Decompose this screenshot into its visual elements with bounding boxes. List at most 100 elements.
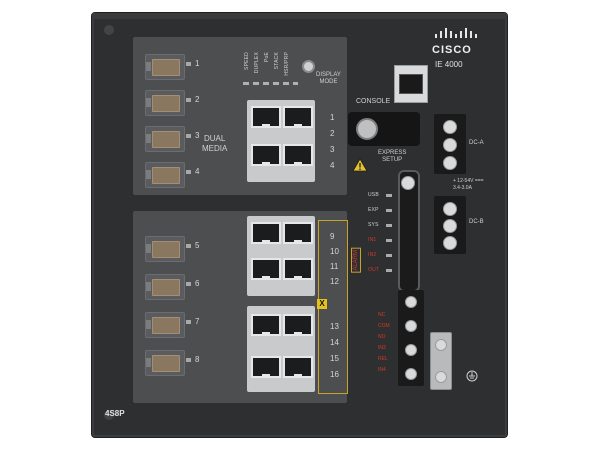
- sfp-led-5: [186, 244, 191, 248]
- dual-media-label: DUAL MEDIA: [202, 134, 228, 153]
- relay-label-nc: NC: [378, 312, 386, 318]
- dc-a-terminal[interactable]: [434, 114, 466, 174]
- sfp-led-2: [186, 98, 191, 102]
- rj45-port-3[interactable]: [251, 144, 281, 166]
- dc-b-label: DC-B: [469, 219, 484, 225]
- rj45-block-bot: [247, 306, 315, 392]
- console-port[interactable]: [394, 65, 428, 103]
- rj45-port-12[interactable]: [283, 258, 313, 280]
- led-sys: [386, 224, 392, 227]
- led-label-hsr-prp: HSR/PRP: [284, 52, 290, 76]
- relay-label-com: COM: [378, 323, 390, 329]
- rj45-port-9[interactable]: [251, 222, 281, 244]
- sfp-led-1: [186, 62, 191, 66]
- led-in2-label: IN2: [368, 252, 377, 258]
- sfp-led-4: [186, 170, 191, 174]
- express-setup-label: EXPRESS SETUP: [378, 150, 407, 163]
- relay-label-group: NC COM NO IN3 REL IN4: [378, 312, 398, 382]
- sfp-led-6: [186, 282, 191, 286]
- sfp-port-1[interactable]: [145, 54, 185, 80]
- led-out-label: OUT: [368, 267, 380, 273]
- cisco-bridge-logo-icon: [435, 28, 477, 38]
- rj-num-10: 10: [330, 247, 339, 256]
- led-in1-label: IN1: [368, 237, 377, 243]
- relay-label-rel: REL: [378, 356, 388, 362]
- sfp-port-num-6: 6: [195, 279, 200, 288]
- led-sys-label: SYS: [368, 222, 379, 228]
- relay-label-in4: IN4: [378, 367, 386, 373]
- warning-icon: [352, 158, 368, 172]
- rj45-port-13[interactable]: [251, 314, 281, 336]
- rj-num-15: 15: [330, 354, 339, 363]
- sfp-port-3[interactable]: [145, 126, 185, 152]
- sfp-led-7: [186, 320, 191, 324]
- console-label: CONSOLE: [356, 98, 391, 105]
- rj-num-4: 4: [330, 161, 335, 170]
- system-led-group: USB EXP SYS IN1 IN2 OUT: [366, 190, 400, 280]
- rj-num-13: 13: [330, 322, 339, 331]
- dc-a-label: DC-A: [469, 140, 484, 146]
- rj-num-1: 1: [330, 113, 335, 122]
- model-name: IE 4000: [435, 60, 463, 69]
- rj45-port-10[interactable]: [283, 222, 313, 244]
- express-setup-button[interactable]: [356, 118, 378, 140]
- rj45-port-11[interactable]: [251, 258, 281, 280]
- ground-lug[interactable]: [430, 332, 452, 390]
- rj45-port-15[interactable]: [251, 356, 281, 378]
- led-label-duplex: DUPLEX: [254, 52, 260, 74]
- rj-num-9: 9: [330, 232, 335, 241]
- led-label-stack: STACK: [274, 52, 280, 70]
- sfp-port-num-8: 8: [195, 355, 200, 364]
- rj-num-14: 14: [330, 338, 339, 347]
- led-in1: [386, 239, 392, 242]
- sfp-port-8[interactable]: [145, 350, 185, 376]
- led-out: [386, 269, 392, 272]
- rj45-port-14[interactable]: [283, 314, 313, 336]
- led-label-poe: PoE: [264, 52, 270, 63]
- sfp-port-6[interactable]: [145, 274, 185, 300]
- sfp-port-num-2: 2: [195, 95, 200, 104]
- mode-leds: [243, 82, 298, 85]
- rj45-port-2[interactable]: [283, 106, 313, 128]
- rj-num-3: 3: [330, 145, 335, 154]
- sfp-port-5[interactable]: [145, 236, 185, 262]
- rj-num-2: 2: [330, 129, 335, 138]
- sfp-port-num-1: 1: [195, 59, 200, 68]
- mount-hole-bl: [104, 410, 114, 420]
- power-spec: + 12-54V === 3.4-3.0A: [453, 178, 484, 191]
- rj45-port-4[interactable]: [283, 144, 313, 166]
- led-label-group: SPEED DUPLEX PoE STACK HSR/PRP: [240, 52, 302, 86]
- led-in2: [386, 254, 392, 257]
- relay-label-in3: IN3: [378, 345, 386, 351]
- mount-hole-tl: [104, 25, 114, 35]
- sd-screw-top: [401, 176, 415, 190]
- display-mode-button[interactable]: [302, 60, 315, 73]
- sfp-led-8: [186, 358, 191, 362]
- sfp-port-7[interactable]: [145, 312, 185, 338]
- sfp-port-num-7: 7: [195, 317, 200, 326]
- chassis-top-edge: [92, 13, 507, 19]
- led-usb: [386, 194, 392, 197]
- relay-label-no: NO: [378, 334, 386, 340]
- sfp-port-4[interactable]: [145, 162, 185, 188]
- rj45-port-16[interactable]: [283, 356, 313, 378]
- rj45-port-1[interactable]: [251, 106, 281, 128]
- rj-num-11: 11: [330, 262, 339, 271]
- sfp-port-num-3: 3: [195, 131, 200, 140]
- led-exp: [386, 209, 392, 212]
- alarm-label: ALARM: [351, 248, 361, 273]
- rj-num-12: 12: [330, 277, 339, 286]
- sfp-led-3: [186, 134, 191, 138]
- sfp-port-2[interactable]: [145, 90, 185, 116]
- led-exp-label: EXP: [368, 207, 379, 213]
- rj45-block-mid: [247, 216, 315, 296]
- alarm-relay-terminal[interactable]: [398, 290, 424, 386]
- model-code: 4S8P: [105, 409, 125, 418]
- rj45-block-top: [247, 100, 315, 182]
- dc-b-terminal[interactable]: [434, 196, 466, 254]
- ground-icon: [466, 370, 478, 382]
- sfp-port-num-4: 4: [195, 167, 200, 176]
- x-badge: X: [317, 299, 327, 309]
- led-label-speed: SPEED: [244, 52, 250, 70]
- display-mode-label: DISPLAY MODE: [316, 72, 341, 85]
